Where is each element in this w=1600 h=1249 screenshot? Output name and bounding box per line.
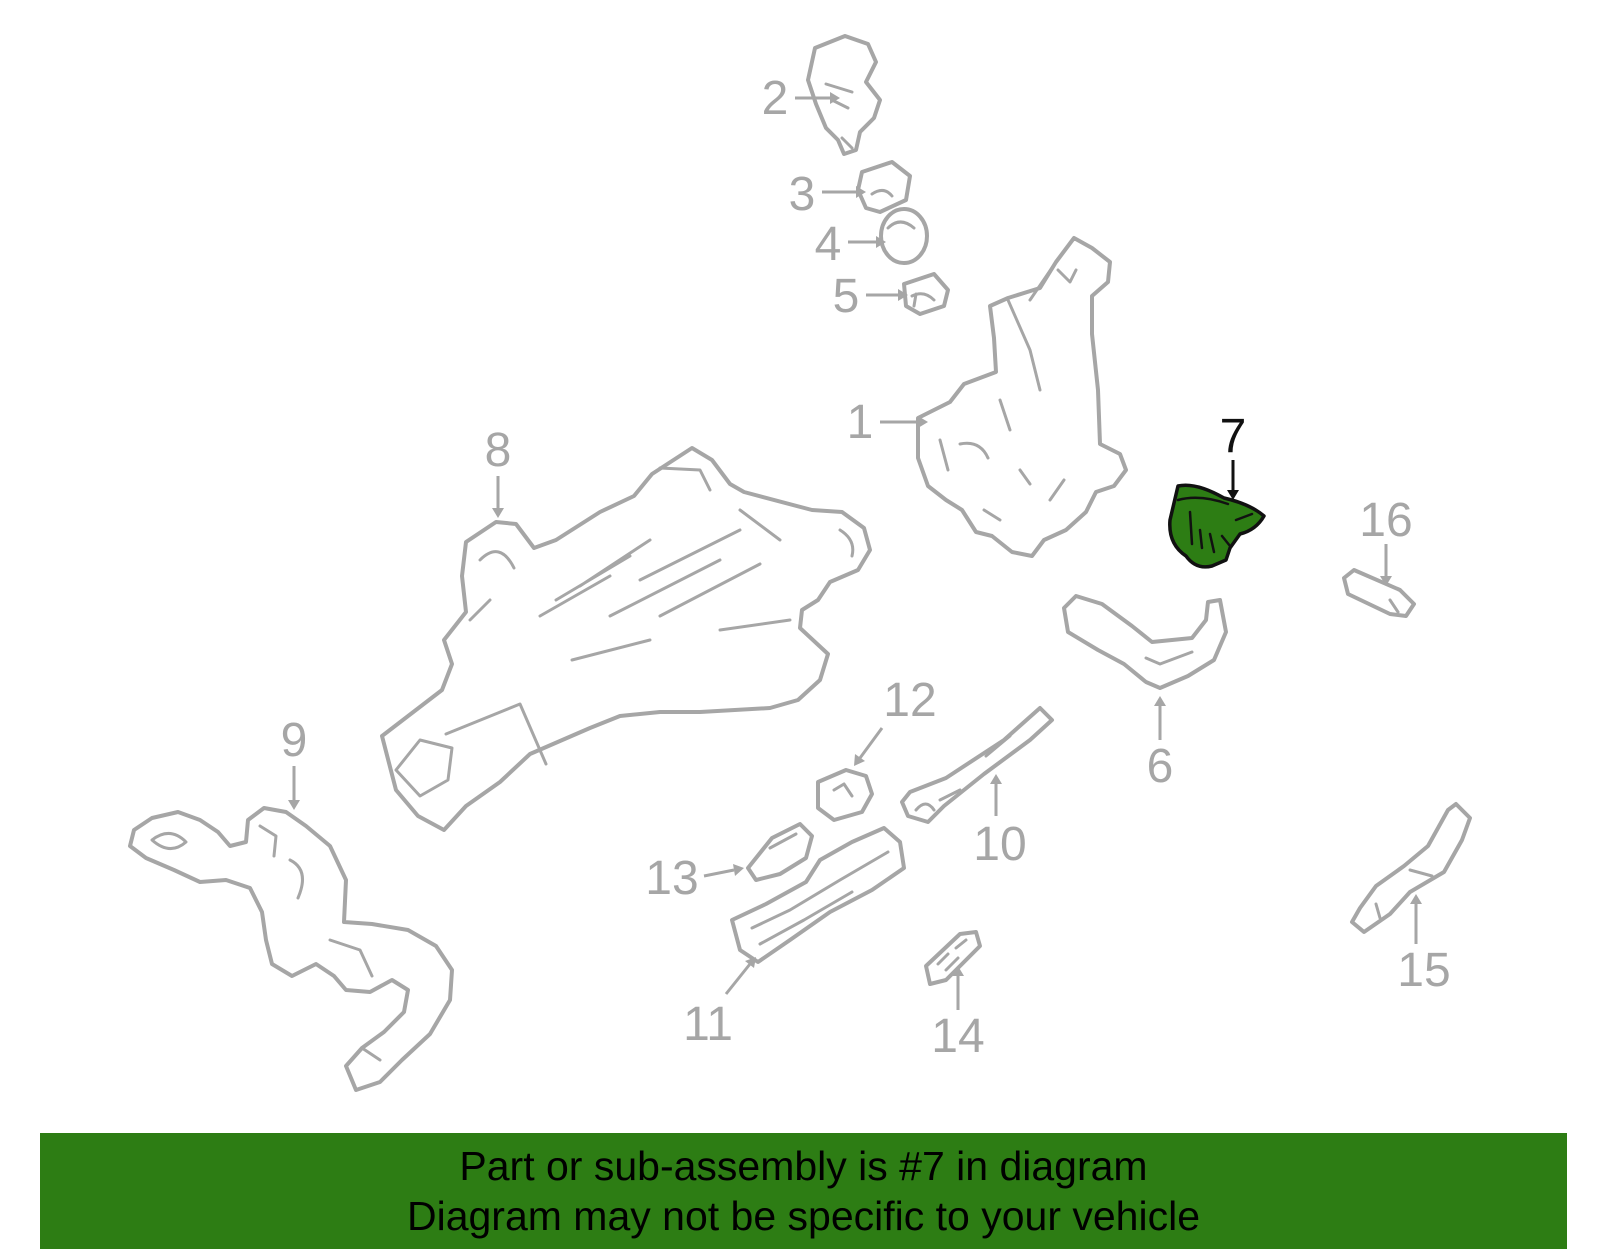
part-5-drawing [902, 272, 950, 316]
callout-12: 12 [854, 674, 937, 766]
svg-text:7: 7 [1220, 410, 1247, 463]
callout-5: 5 [833, 270, 908, 323]
callout-2: 2 [762, 72, 840, 125]
callout-4: 4 [815, 218, 886, 271]
svg-text:12: 12 [883, 674, 936, 727]
svg-text:16: 16 [1359, 494, 1412, 547]
callout-1: 1 [847, 396, 928, 449]
callout-7: 7 [1220, 410, 1247, 500]
svg-text:11: 11 [683, 998, 733, 1051]
part-13-drawing [746, 822, 814, 882]
svg-text:13: 13 [645, 852, 698, 905]
svg-text:9: 9 [281, 714, 308, 767]
part-2-drawing [806, 34, 882, 156]
callout-11: 11 [683, 957, 756, 1051]
banner-line-disclaimer: Diagram may not be specific to your vehi… [406, 1193, 1200, 1239]
svg-text:10: 10 [973, 818, 1026, 871]
part-16-drawing [1342, 568, 1416, 618]
part-11-drawing [730, 826, 906, 964]
part-1-drawing [916, 236, 1128, 558]
part-8-drawing [380, 446, 872, 832]
part-4-drawing [879, 207, 929, 265]
part-10-drawing [900, 706, 1054, 824]
callout-6: 6 [1147, 696, 1174, 793]
callout-8: 8 [485, 424, 512, 518]
svg-text:2: 2 [762, 72, 789, 125]
callout-3: 3 [789, 168, 866, 221]
part-12-drawing [816, 768, 874, 822]
callout-9: 9 [281, 714, 308, 810]
callout-16: 16 [1359, 494, 1413, 586]
svg-text:8: 8 [485, 424, 512, 477]
part-15-drawing [1350, 802, 1472, 934]
svg-text:1: 1 [847, 396, 874, 449]
banner-line-part-number: Part or sub-assembly is #7 in diagram [459, 1143, 1148, 1189]
part-9-drawing [128, 806, 454, 1092]
svg-text:5: 5 [833, 270, 860, 323]
part-7-highlighted-drawing [1168, 483, 1266, 569]
part-3-drawing [856, 160, 912, 214]
callout-13: 13 [645, 852, 744, 905]
svg-text:4: 4 [815, 218, 842, 271]
part-14-drawing [924, 930, 982, 986]
svg-text:6: 6 [1147, 740, 1174, 793]
info-banner: Part or sub-assembly is #7 in diagram Di… [40, 1133, 1567, 1249]
callout-10: 10 [973, 774, 1027, 871]
svg-text:15: 15 [1397, 944, 1450, 997]
svg-text:3: 3 [789, 168, 816, 221]
part-6-drawing [1062, 594, 1228, 690]
callout-15: 15 [1397, 894, 1451, 997]
callout-14: 14 [931, 966, 985, 1063]
svg-text:14: 14 [931, 1010, 984, 1063]
